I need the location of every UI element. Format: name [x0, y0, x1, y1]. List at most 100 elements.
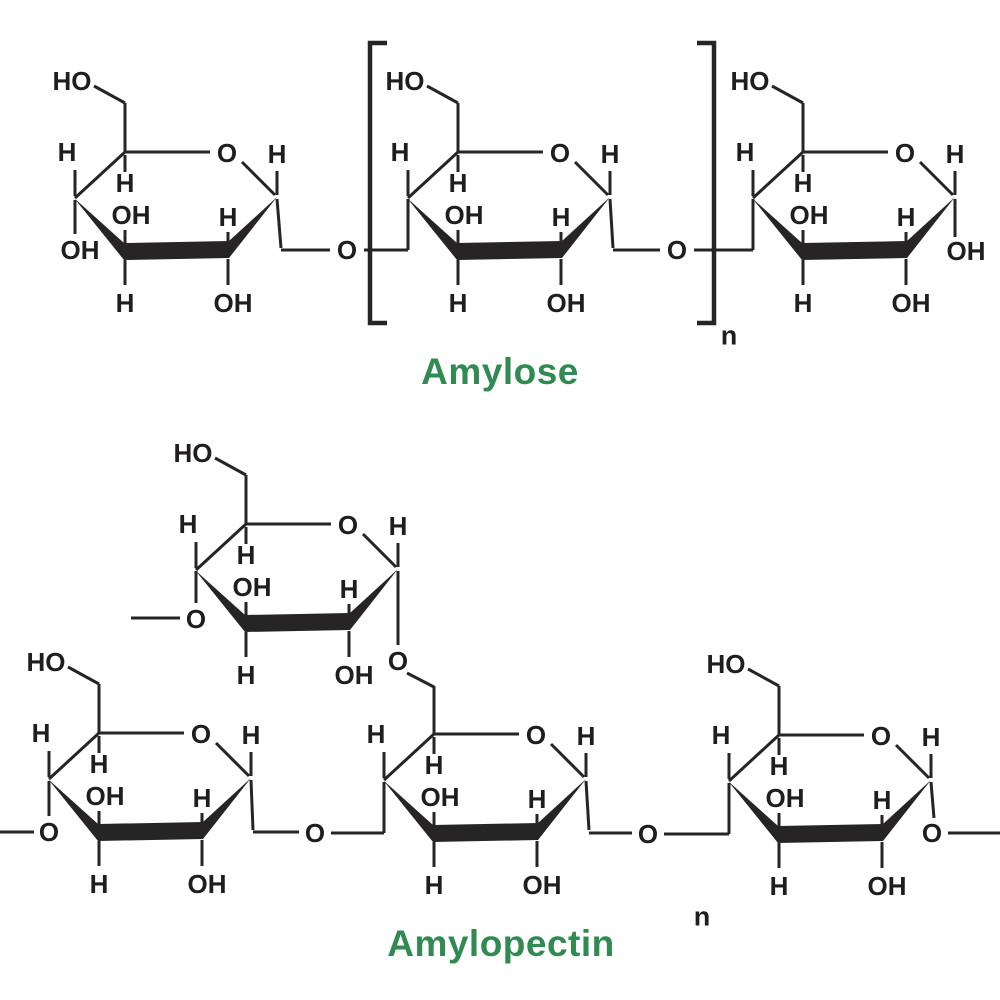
hydroxymethyl-HO-label: HO: [707, 649, 746, 679]
atom-label: H: [237, 660, 256, 690]
bond-line: [214, 741, 251, 778]
ring-front-bold-edge: [74, 197, 277, 260]
bond-line: [275, 198, 283, 249]
linkage-glycosidic-o-amylose-1-2: O: [275, 198, 410, 265]
atom-label: H: [90, 869, 109, 899]
bond-line: [751, 150, 805, 200]
atom-label: OH: [335, 660, 374, 690]
atom-label: H: [116, 168, 135, 198]
amylopectin-repeat-subscript: n: [693, 901, 711, 932]
repeat-bracket-right: [697, 40, 717, 326]
ring-oxygen-label: O: [871, 721, 891, 751]
repeat-unit-bracket: [367, 40, 387, 326]
bond-line: [93, 84, 126, 105]
atom-label: OH: [766, 783, 805, 813]
bond-line: [747, 667, 780, 688]
bond-line: [918, 160, 955, 197]
atom-label: H: [736, 137, 755, 167]
bond-line: [361, 532, 398, 569]
atom-label: H: [770, 871, 789, 901]
bond-line: [549, 742, 586, 779]
glycosidic-oxygen-label: O: [305, 818, 325, 848]
atom-label: H: [601, 139, 620, 169]
atom-label: H: [449, 288, 468, 318]
amylose-repeat-subscript: n: [720, 320, 738, 351]
atom-label: OH: [523, 870, 562, 900]
atom-label: OH: [188, 869, 227, 899]
glycosidic-oxygen-label: O: [638, 819, 658, 849]
atom-label: H: [794, 288, 813, 318]
atom-label: H: [367, 719, 386, 749]
linkage-branch-left-chain-exit: O: [131, 571, 206, 634]
atom-label: H: [873, 785, 892, 815]
ring-oxygen-label: O: [217, 138, 237, 168]
ring-oxygen-label: O: [550, 138, 570, 168]
atom-label: OH: [445, 200, 484, 230]
atom-label: H: [922, 722, 941, 752]
bond-line: [240, 160, 277, 197]
ring-front-bold-edge: [407, 197, 610, 260]
ring-front-bold-edge: [728, 780, 931, 843]
ring-front-bold-edge: [752, 197, 955, 260]
atom-label: H: [794, 168, 813, 198]
bond-line: [406, 671, 435, 689]
linkage-amylopectin-right-chain-exit: O: [922, 781, 1000, 848]
glycosidic-oxygen-label: O: [186, 604, 206, 634]
atom-label: OH: [421, 782, 460, 812]
bond-line: [214, 456, 247, 477]
bond-line: [771, 84, 804, 105]
glycosidic-oxygen-label: O: [39, 817, 59, 847]
hydroxymethyl-HO-label: HO: [174, 438, 213, 468]
bond-line: [608, 198, 615, 249]
bond-line: [382, 732, 436, 782]
atom-label: OH: [112, 200, 151, 230]
hydroxymethyl-HO-label: HO: [731, 66, 770, 96]
atom-label: H: [193, 783, 212, 813]
atom-label: H: [770, 751, 789, 781]
atom-label: OH: [790, 200, 829, 230]
linkage-glycosidic-o-amylopectin-2-3: O: [584, 780, 731, 849]
bond-line: [194, 522, 248, 572]
atom-label: H: [268, 139, 287, 169]
bond-line: [894, 743, 931, 780]
atom-label: H: [946, 139, 965, 169]
atom-label: H: [340, 574, 359, 604]
bond-line: [727, 733, 781, 783]
hydroxymethyl-HO-label: HO: [27, 647, 66, 677]
bond-line: [573, 160, 610, 197]
bond-line: [47, 731, 101, 781]
atom-label: OH: [947, 236, 986, 266]
glycosidic-oxygen-label: O: [667, 235, 687, 265]
atom-label: H: [449, 168, 468, 198]
atom-label: H: [116, 288, 135, 318]
atom-label: H: [391, 137, 410, 167]
ring-front-bold-edge: [383, 779, 586, 842]
atom-label: H: [179, 509, 198, 539]
glycosidic-oxygen-label: O: [388, 646, 408, 676]
ring-oxygen-label: O: [191, 719, 211, 749]
linkage-glycosidic-o-amylose-2-3: O: [608, 198, 755, 265]
atom-label: H: [897, 202, 916, 232]
linkage-glycosidic-o-1-6-branch: O: [388, 571, 435, 689]
atom-label: H: [552, 202, 571, 232]
atom-label: OH: [892, 288, 931, 318]
bond-line: [426, 84, 459, 105]
atom-label: H: [219, 202, 238, 232]
atom-label: H: [237, 540, 256, 570]
repeat-bracket-left: [367, 40, 387, 326]
ring-front-bold-edge: [48, 778, 251, 841]
hydroxymethyl-HO-label: HO: [53, 66, 92, 96]
atom-label: H: [425, 750, 444, 780]
hydroxymethyl-HO-label: HO: [386, 66, 425, 96]
amylose-title: Amylose: [421, 351, 579, 392]
atom-label: OH: [86, 781, 125, 811]
atom-label: H: [242, 720, 261, 750]
